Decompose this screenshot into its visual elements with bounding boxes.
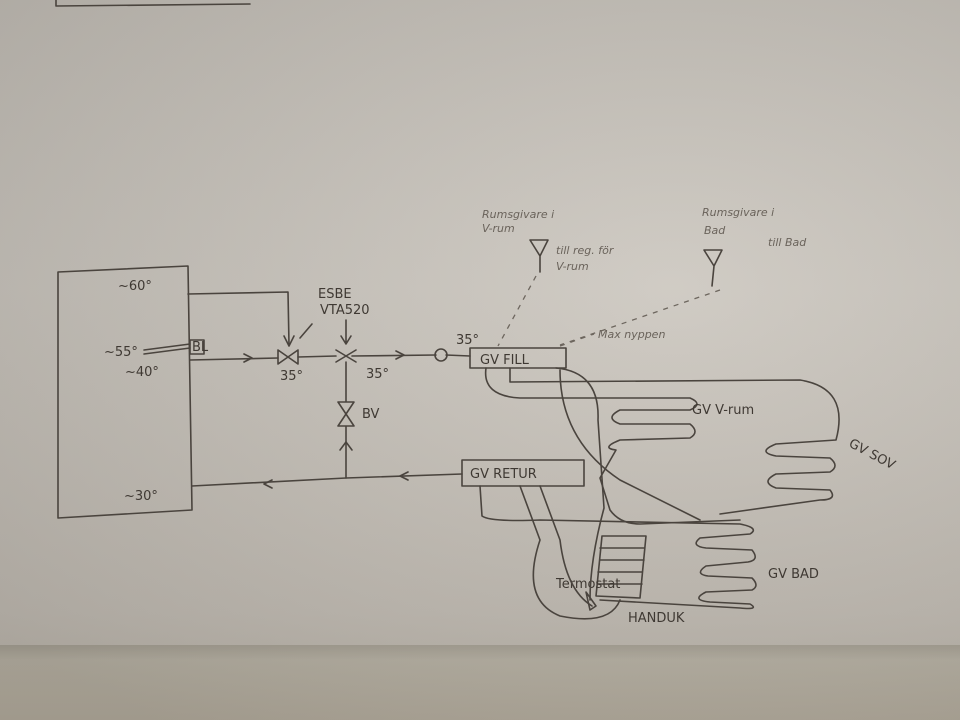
sensor-box [189,339,205,355]
manifold-temp: 35° [456,333,479,348]
boiler-temp-out: ~40° [125,365,159,380]
table-surface [0,645,960,720]
bypass-label: BV [362,407,380,422]
sensor-label: BL [192,340,209,355]
sensor-pocket [143,343,191,355]
sensor2-label-line2: Bad [704,224,726,237]
boiler-temp-top: ~60° [118,279,152,294]
sensor2-note: till Bad [768,236,807,249]
bypass-valve [337,361,355,479]
loop-label-v-rum: GV V-rum [692,403,754,418]
sensor1-wire [497,275,537,347]
room-sensor-bad-icon [703,249,723,287]
sensor1-label-line2: V-rum [482,222,515,235]
loop-v-rum [484,367,741,525]
supply-pipe [189,354,471,361]
balancing-valve-symbol [335,349,357,363]
supply-manifold-label: GV FILL [480,353,530,368]
top-corner-box [55,0,251,7]
sensor2-label-line1: Rumsgivare i [702,206,774,219]
hot-feed-pipe [187,291,290,346]
loop-label-sov: GV SOV [846,436,898,473]
return-arrows [263,471,409,489]
arrow [340,319,352,345]
valve-model: VTA520 [320,303,370,318]
sensor1-note-line2: V-rum [556,260,589,273]
valve-temp: 35° [280,369,303,384]
arrow [339,441,353,451]
thermostat-label: Termostat [555,577,620,592]
sensor1-label-line1: Rumsgivare i [482,208,554,221]
boiler-temp-return: ~30° [124,489,158,504]
loop-label-bad: GV BAD [768,567,819,582]
valve-brand: ESBE [318,287,352,302]
thermostat-valve-icon [585,591,597,611]
towel-rail-label: HANDUK [628,611,685,626]
room-sensor-vrum-icon [529,239,549,273]
supply-manifold [469,347,567,369]
return-pipe [191,473,463,487]
loop-bad [479,485,757,610]
boiler-temp-sensor: ~55° [104,345,138,360]
sensor1-note-line1: till reg. för [556,244,615,257]
towel-rail [595,535,647,599]
return-manifold [461,459,585,487]
mixing-valve-symbol [277,349,299,365]
return-manifold-label: GV RETUR [470,467,537,482]
loop-sov [509,367,840,515]
pointer-line [299,323,313,339]
supply-temp: 35° [366,367,389,382]
towel-rail-pipes [519,367,701,620]
flow-arrows [243,350,405,363]
arrow [283,335,295,347]
note-leader [559,333,595,347]
pump-icon [434,348,448,362]
boiler-tank [57,265,193,519]
manifold-note: Max nyppen [598,328,665,341]
